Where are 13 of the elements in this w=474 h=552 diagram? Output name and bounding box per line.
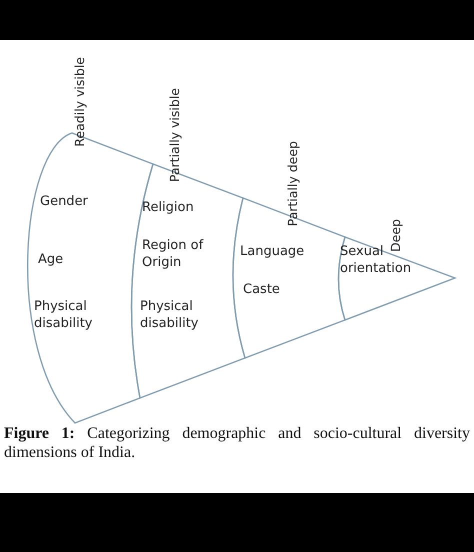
level-label: Deep bbox=[389, 219, 403, 252]
dimension-label: Religion bbox=[142, 199, 195, 216]
figure-caption: Figure 1: Categorizing demographic and socio-cultural diversity dimensions of India. bbox=[4, 424, 470, 462]
level-label: Partially deep bbox=[286, 140, 300, 226]
dimension-label: Physical disability bbox=[34, 298, 94, 332]
dimension-label: Gender bbox=[40, 193, 89, 210]
dimension-label: Physical disability bbox=[140, 298, 200, 332]
level-label: Readily visible bbox=[73, 57, 87, 147]
level-label: Partially visible bbox=[168, 88, 182, 182]
dimension-label: Region of Origin bbox=[142, 237, 204, 271]
dimension-label: Language bbox=[240, 243, 306, 260]
dimension-label: Age bbox=[38, 251, 64, 268]
dimension-label: Caste bbox=[243, 281, 281, 298]
